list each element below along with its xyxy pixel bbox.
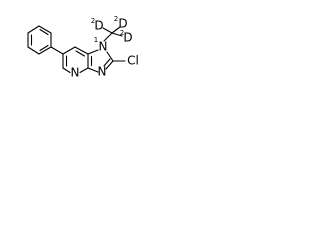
atom-n-pyridine: N	[71, 66, 80, 80]
bond	[106, 51, 114, 62]
double-bond-inner	[39, 28, 49, 36]
bond	[79, 67, 89, 74]
bond	[27, 25, 40, 34]
atom-cl: Cl	[127, 54, 139, 68]
bond	[87, 49, 99, 55]
atom-n-imidazole: N	[98, 65, 107, 79]
bond	[62, 46, 76, 55]
atom-d: D	[123, 31, 132, 45]
isotope-number: 2	[91, 17, 95, 25]
double-bond-inner	[39, 44, 49, 52]
double-bond-inner	[75, 50, 86, 57]
bond	[62, 67, 71, 74]
c-d-bond	[111, 32, 123, 37]
imidazole-ring	[87, 49, 114, 73]
atom-n1: N	[99, 40, 108, 54]
atom-d: D	[94, 19, 103, 33]
n1-locant: 1	[94, 36, 98, 44]
chemical-structure-diagram: N 1 Cl N N 2 D 2 D 2 D C	[27, 15, 139, 80]
pyridine-ring	[62, 46, 89, 74]
n-methyl-bond	[103, 32, 113, 42]
bond	[105, 60, 114, 70]
c-d-bond	[102, 27, 113, 34]
bond	[27, 46, 40, 55]
bond	[74, 46, 89, 55]
atom-d: D	[118, 17, 127, 31]
double-bond-inner	[103, 58, 111, 67]
bond	[38, 46, 52, 55]
phenyl-ring	[27, 25, 52, 55]
c-d-bond	[111, 26, 121, 34]
bond	[87, 67, 99, 73]
bond	[38, 25, 52, 34]
biaryl-bond	[50, 46, 64, 55]
isotope-number: 2	[120, 29, 124, 37]
isotope-number: 2	[114, 15, 118, 23]
